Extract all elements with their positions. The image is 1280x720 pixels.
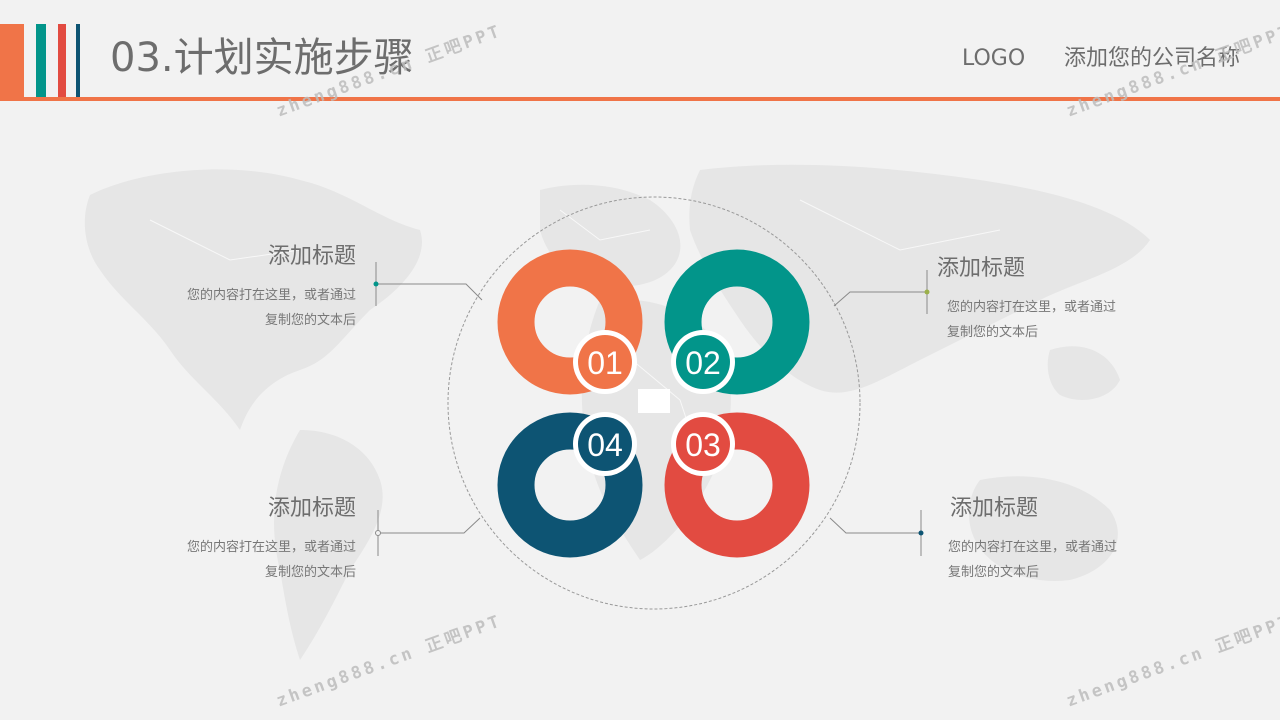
badge-01: 01 — [573, 330, 637, 394]
step-02-text-line2: 复制您的文本后 — [947, 325, 1039, 340]
badge-02-number: 02 — [685, 345, 721, 381]
step-01-text-line1: 您的内容打在这里，或者通过 — [186, 288, 356, 303]
center-square — [638, 389, 670, 413]
step-ring-01 — [497, 249, 643, 395]
step-04-title: 添加标题 — [267, 496, 356, 521]
header-bar-navy — [76, 24, 80, 97]
step-02-title: 添加标题 — [937, 256, 1026, 281]
step-04-text-line2: 复制您的文本后 — [264, 565, 356, 580]
header-bar-red — [58, 24, 66, 97]
header-bar-teal — [36, 24, 46, 97]
badge-04: 04 — [573, 412, 637, 476]
step-04-text-line1: 您的内容打在这里，或者通过 — [186, 540, 356, 555]
header-rule — [0, 97, 1280, 101]
page-title: 03.计划实施步骤 — [110, 35, 414, 81]
step-03-title: 添加标题 — [950, 496, 1039, 521]
badge-01-number: 01 — [587, 345, 623, 381]
badge-03-number: 03 — [685, 427, 721, 463]
outer-dashed-circle — [447, 196, 861, 610]
logo-text: LOGO — [962, 46, 1026, 71]
badge-04-number: 04 — [587, 427, 623, 463]
step-01-title: 添加标题 — [267, 244, 356, 269]
badge-03: 03 — [671, 412, 735, 476]
header-bar-orange — [0, 24, 24, 97]
step-03-text-line1: 您的内容打在这里，或者通过 — [948, 540, 1118, 555]
connector-lines — [373, 262, 930, 556]
badge-02: 02 — [671, 330, 735, 394]
step-ring-03 — [664, 412, 810, 558]
step-03-text-line2: 复制您的文本后 — [948, 565, 1040, 580]
step-02-text-line1: 您的内容打在这里，或者通过 — [947, 300, 1117, 315]
company-name: 添加您的公司名称 — [1064, 46, 1241, 71]
step-ring-02 — [664, 249, 810, 395]
step-01-text-line2: 复制您的文本后 — [264, 313, 356, 328]
step-ring-04 — [497, 412, 643, 558]
